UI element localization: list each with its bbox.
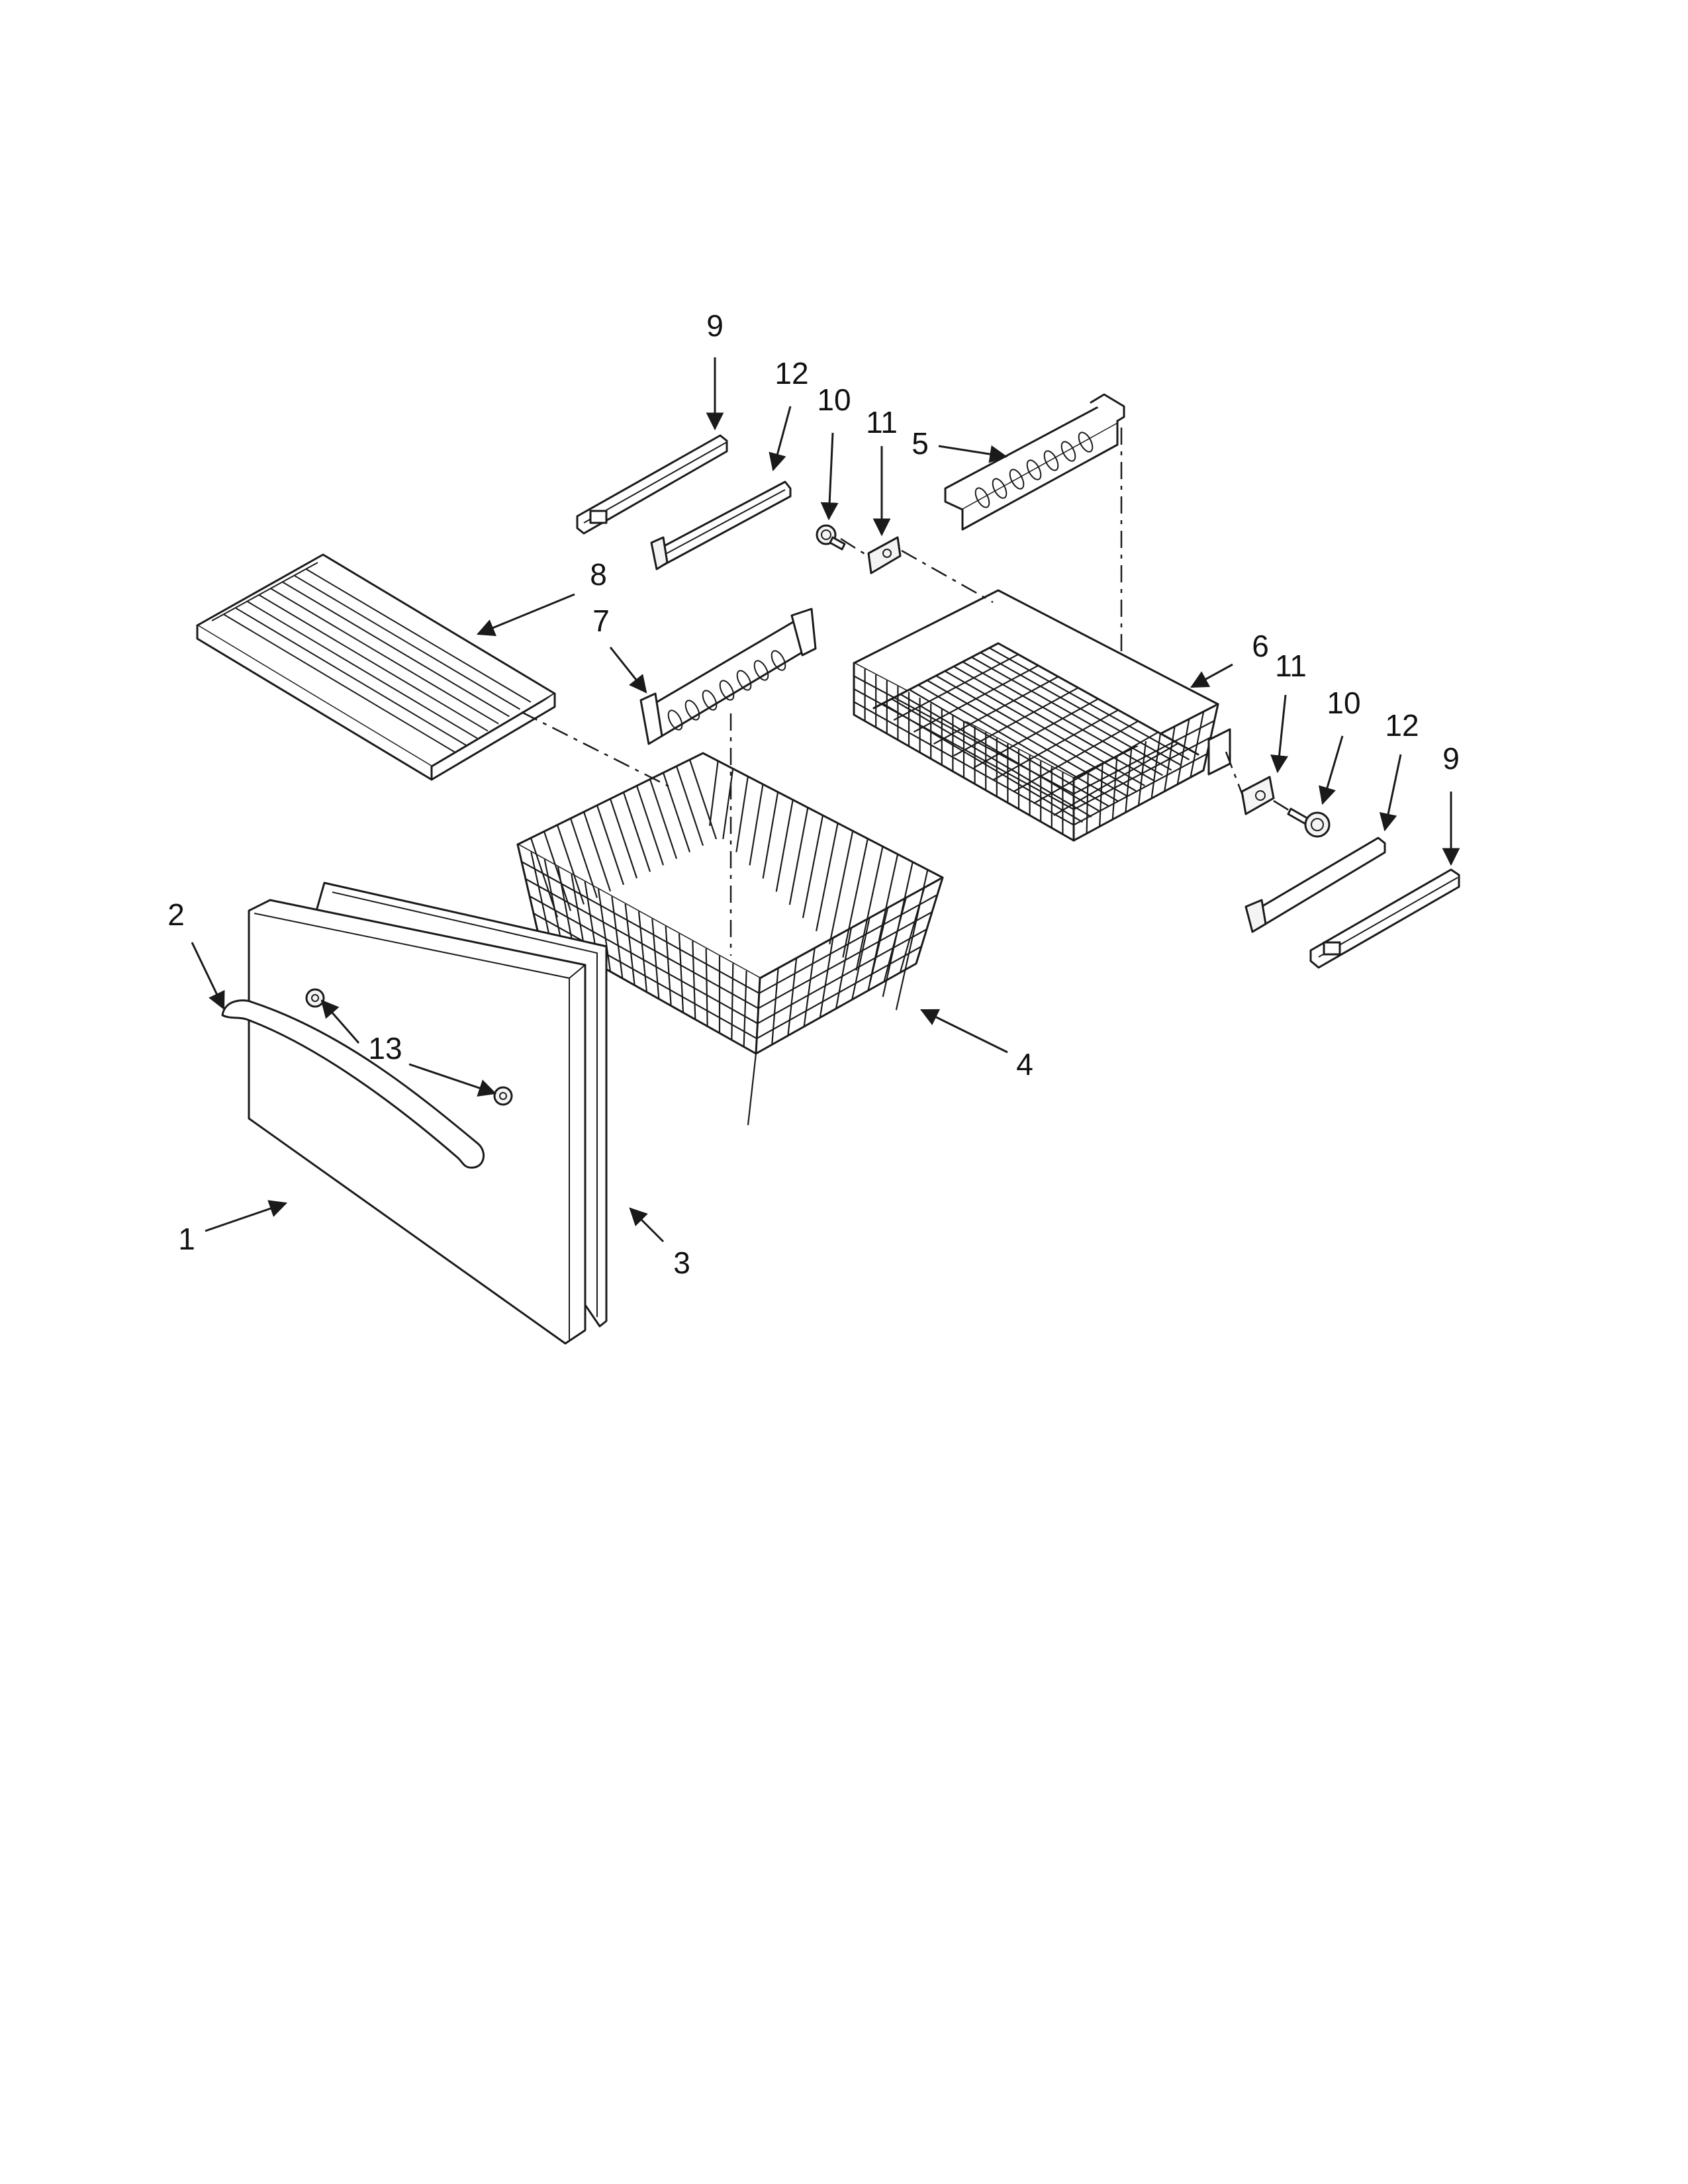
callout-2: 2 — [167, 897, 185, 932]
callout-13: 13 — [368, 1031, 402, 1066]
part-5-basket-divider — [944, 393, 1125, 531]
part-12-rail-upper — [650, 480, 792, 570]
callout-3: 3 — [673, 1246, 690, 1280]
callout-labels: 9 12 10 11 5 8 7 6 11 10 12 9 4 2 13 1 3 — [167, 308, 1460, 1280]
callout-12-lower: 12 — [1385, 708, 1419, 743]
part-11-bracket-upper — [867, 536, 902, 574]
leader-arrows — [191, 357, 1460, 1243]
callout-1: 1 — [178, 1222, 195, 1256]
part-10-wheel-upper — [816, 524, 846, 551]
part-11-bracket-lower — [1241, 776, 1275, 815]
callout-10-lower: 10 — [1327, 686, 1360, 720]
part-7-basket-divider — [639, 608, 817, 745]
part-12-rail-lower — [1244, 837, 1386, 933]
part-5-divider-slots — [974, 432, 1094, 508]
callout-5: 5 — [912, 426, 929, 461]
part-6-basket-wire-grid — [853, 647, 1215, 835]
part-4-basket-wire-grid — [521, 759, 938, 1126]
callout-10-upper: 10 — [817, 383, 851, 417]
callout-7: 7 — [592, 604, 610, 638]
callout-6: 6 — [1252, 629, 1269, 663]
callout-4: 4 — [1016, 1047, 1033, 1081]
callout-9-upper: 9 — [706, 308, 724, 343]
part-8-tray-ribs — [211, 562, 532, 753]
part-9-slide-rail-upper — [576, 434, 728, 535]
callout-11-upper: 11 — [866, 405, 898, 439]
part-8-shelf-tray — [196, 553, 556, 781]
callout-8: 8 — [590, 557, 607, 592]
part-10-wheel-lower — [1287, 807, 1331, 838]
alignment-lines — [521, 428, 1291, 956]
callout-9-lower: 9 — [1442, 741, 1460, 776]
part-13-screws — [305, 988, 513, 1106]
part-7-divider-slots — [667, 650, 786, 731]
part-6-upper-wire-basket — [853, 589, 1231, 842]
part-9-slide-rail-lower — [1309, 868, 1460, 969]
callout-11-lower: 11 — [1275, 649, 1307, 683]
part-2-handle — [221, 999, 485, 1169]
callout-12-upper: 12 — [774, 356, 808, 390]
